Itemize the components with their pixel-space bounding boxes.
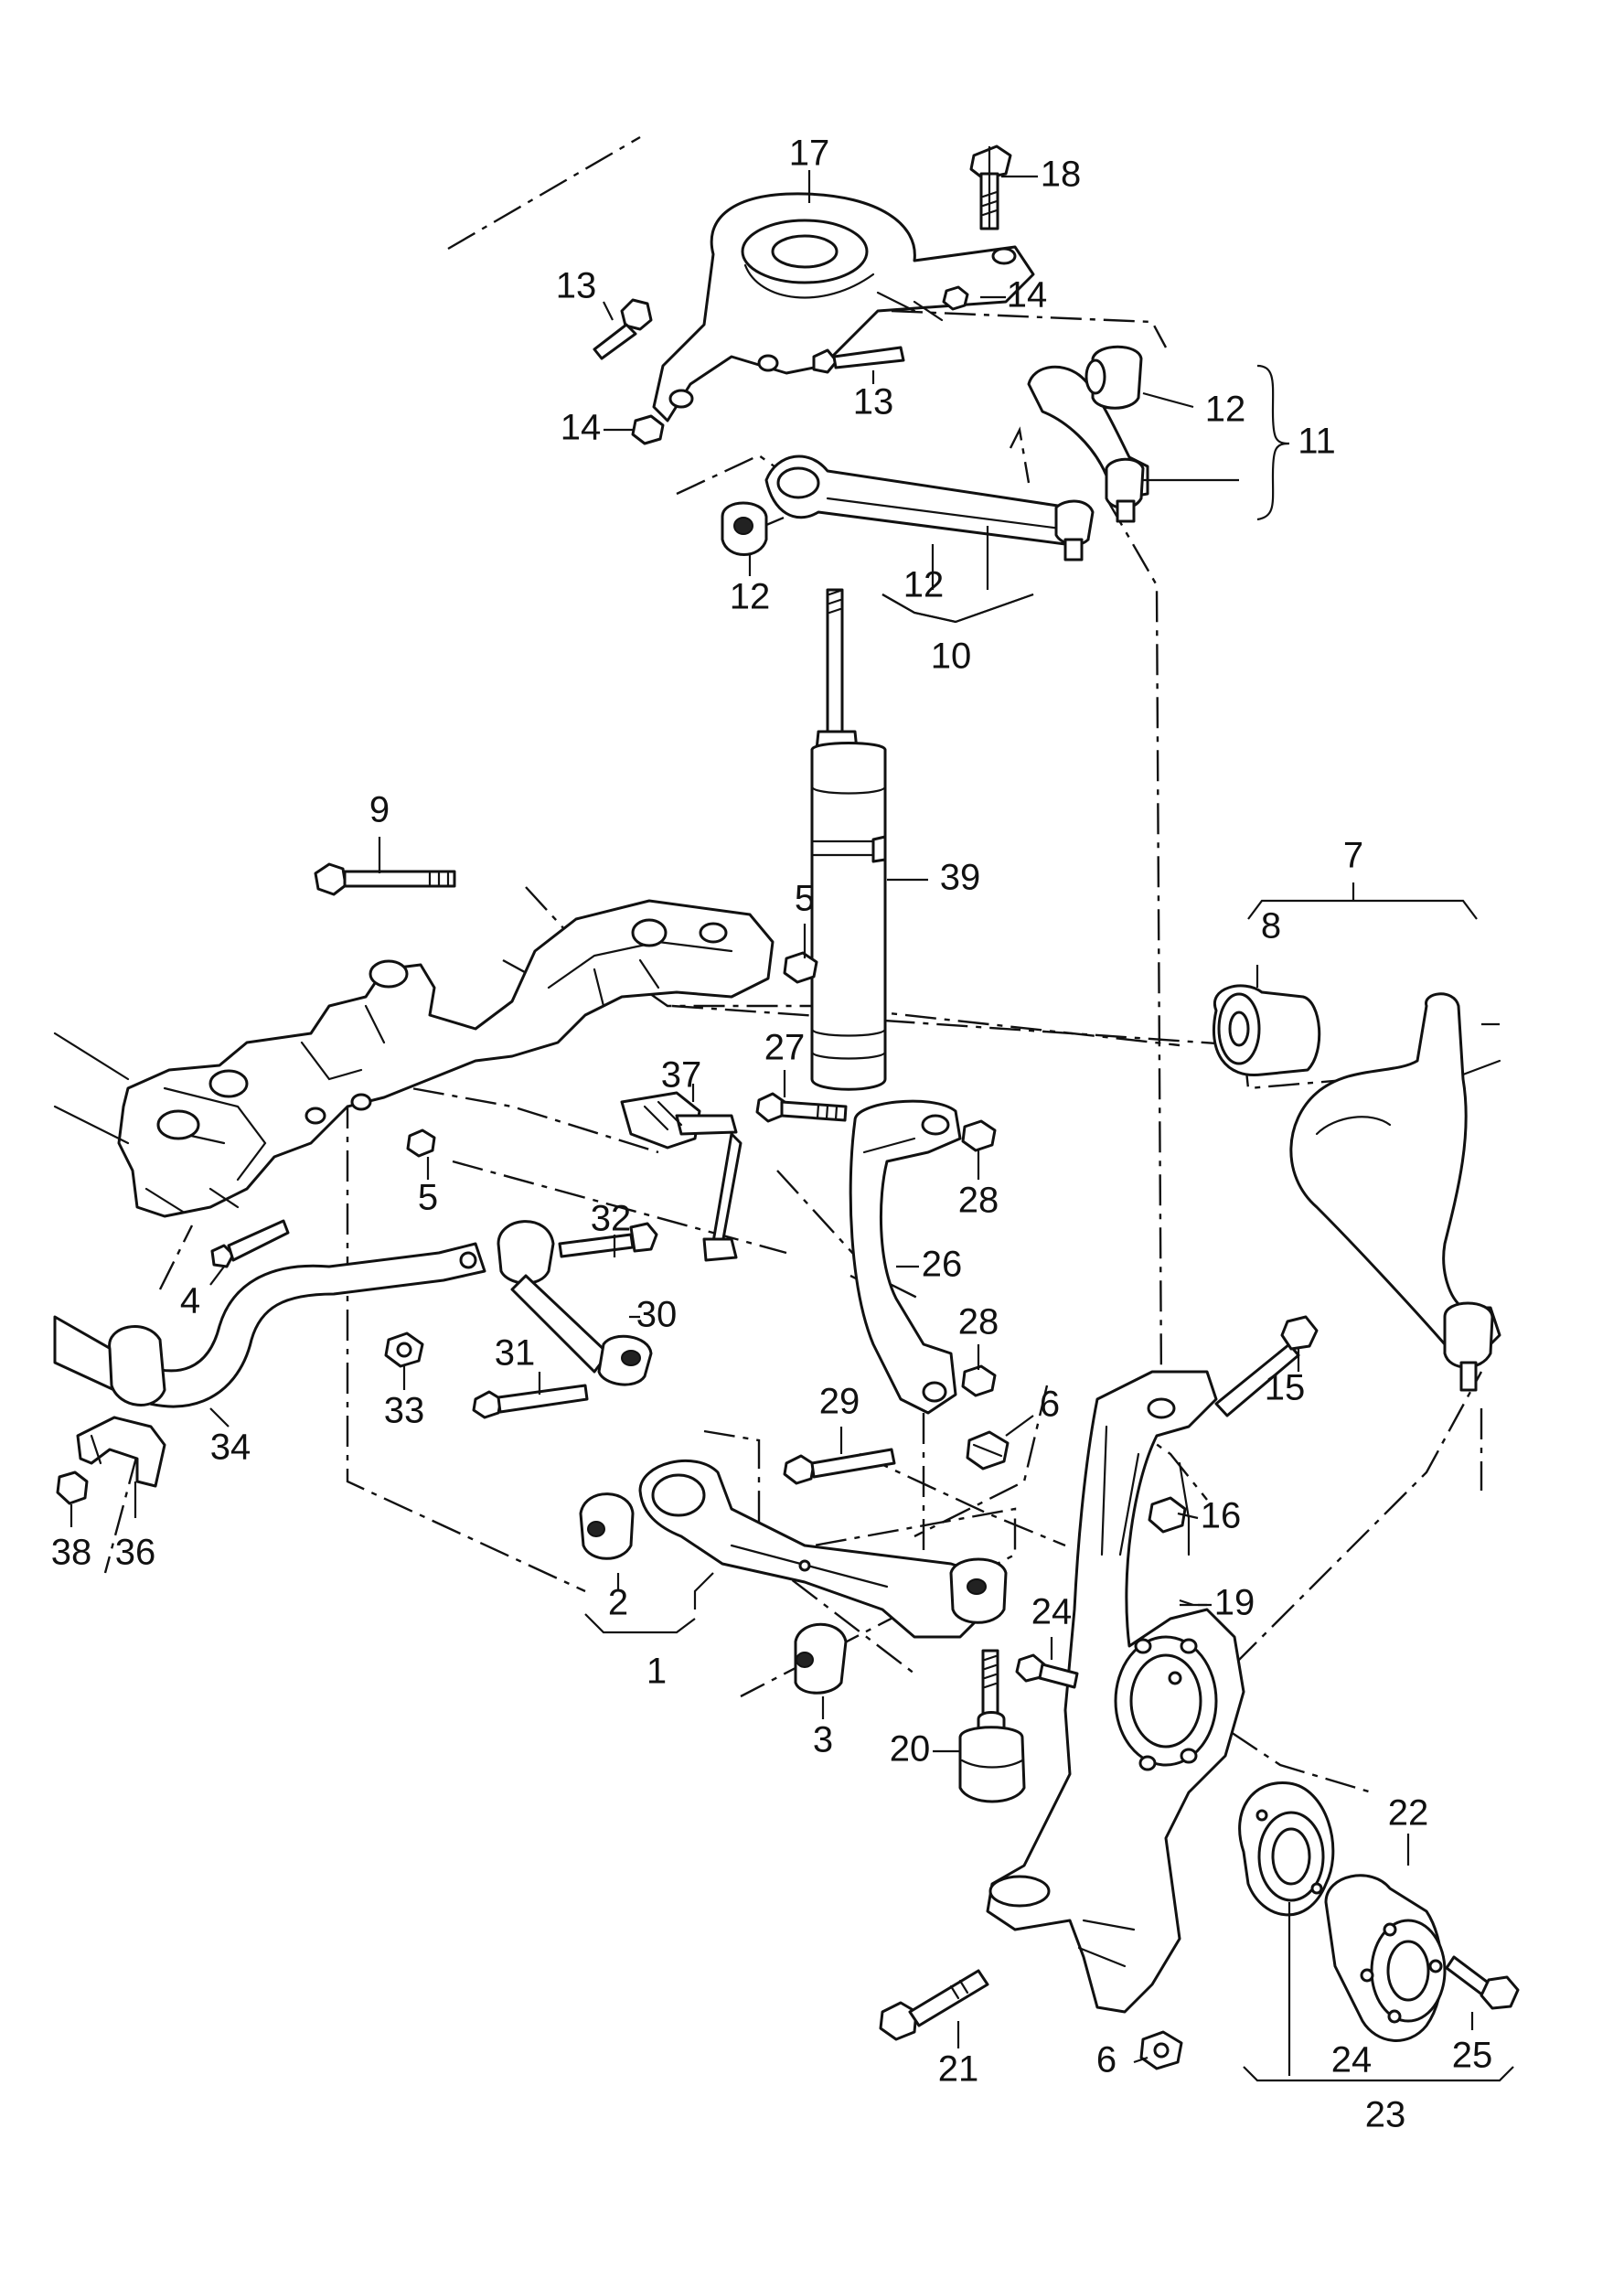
stabilizer-bar: [53, 1242, 486, 1408]
callout-36: 36: [115, 1533, 156, 1573]
upper-arm-front: [1027, 345, 1149, 523]
callout-23: 23: [1365, 2095, 1406, 2135]
callout-12: 12: [903, 565, 945, 605]
bolt-9: [314, 862, 456, 896]
bolt-18: [969, 144, 1012, 230]
callout-6: 6: [1096, 2040, 1116, 2080]
callout-4: 4: [180, 1281, 200, 1321]
nut-14-left: [631, 414, 665, 445]
bolt-25: [1445, 1955, 1520, 2010]
bolt-4: [210, 1219, 290, 1268]
bushing-2: [579, 1492, 635, 1560]
wheel-bearing: [1238, 1781, 1335, 1917]
upper-arm-rear: [764, 455, 1095, 561]
callout-14: 14: [561, 408, 602, 448]
callout-20: 20: [890, 1729, 931, 1770]
callout-24: 24: [1031, 1592, 1073, 1632]
callout-2: 2: [608, 1583, 628, 1623]
tie-rod: [497, 1220, 653, 1386]
callout-5: 5: [795, 879, 815, 919]
callout-16: 16: [1201, 1496, 1242, 1536]
nut-5-upper: [783, 951, 818, 984]
strut-mount: [652, 192, 1035, 422]
ball-joint: [958, 1649, 1026, 1803]
callout-8: 8: [1261, 906, 1281, 946]
callout-15: 15: [1265, 1368, 1306, 1408]
callout-21: 21: [938, 2049, 979, 2090]
lower-arm-right: [1289, 992, 1501, 1392]
callout-10: 10: [931, 636, 972, 677]
bushing-lower-arm-end: [949, 1557, 1008, 1624]
callout-37: 38: [51, 1533, 92, 1573]
callout-3: 3: [813, 1720, 833, 1760]
callout-24: 24: [1331, 2040, 1373, 2080]
bushing-12-a: [721, 501, 768, 556]
guide-link: [849, 1099, 962, 1415]
nut-33: [384, 1332, 424, 1368]
bolt-13-center: [812, 346, 905, 374]
assembly-lines: [103, 135, 1483, 1794]
nut-28-upper: [961, 1119, 997, 1152]
callout-25: 25: [1452, 2036, 1493, 2076]
callout-18: 18: [1041, 155, 1082, 195]
callout-33: 33: [384, 1391, 425, 1431]
callout-7: 7: [1343, 836, 1363, 876]
lower-arm: [638, 1459, 989, 1639]
callout-22: 22: [1388, 1793, 1429, 1834]
callout-34: 34: [210, 1428, 251, 1468]
callout-5: 5: [418, 1178, 438, 1218]
bolt-29: [783, 1448, 896, 1485]
bushing-3: [794, 1622, 848, 1695]
callout-38: 39: [940, 858, 981, 898]
bushing-8: [1212, 984, 1321, 1077]
wheel-bearing-housing: [986, 1370, 1245, 2014]
callout-26: 26: [922, 1245, 963, 1285]
callout-28: 28: [958, 1181, 999, 1221]
nut-16: [1148, 1496, 1187, 1534]
bolt-13-left: [593, 298, 653, 360]
callout-39: 37: [661, 1055, 702, 1096]
bolt-24-upper: [1015, 1653, 1079, 1689]
bracket-36: [76, 1416, 166, 1488]
callout-9: 9: [369, 790, 390, 830]
nut-14-right: [942, 285, 969, 311]
callout-13: 13: [556, 266, 597, 306]
callout-17: 17: [789, 134, 830, 174]
subframe: [53, 899, 775, 1218]
bolt-27: [755, 1092, 848, 1123]
bolt-31: [472, 1384, 589, 1419]
callout-19: 19: [1214, 1583, 1255, 1623]
nut-5-lower: [406, 1128, 436, 1158]
callout-labels: 17 18 13 14 13 14 12 11 12 12 10 39 9 5 …: [51, 134, 1493, 2135]
nut-6-lower: [1139, 2030, 1183, 2070]
callout-12: 12: [1205, 390, 1246, 430]
stabilizer-link: [620, 1091, 743, 1262]
callout-6: 6: [1040, 1385, 1060, 1425]
callout-12: 12: [730, 577, 771, 617]
shock-absorber: [810, 588, 887, 1091]
bolt-21: [879, 1969, 989, 2041]
callout-31: 31: [495, 1333, 536, 1374]
callout-14: 14: [1007, 275, 1048, 315]
leader-lines: [69, 146, 1514, 2082]
callout-11: 11: [1298, 422, 1336, 462]
callout-30: 30: [636, 1295, 678, 1335]
bolt-15: [1214, 1315, 1319, 1417]
nut-28-lower: [961, 1364, 997, 1397]
callout-28: 28: [958, 1302, 999, 1342]
callout-27: 27: [764, 1028, 806, 1068]
callout-32: 32: [591, 1199, 632, 1239]
wheel-hub: [1324, 1874, 1447, 2042]
callout-1: 1: [646, 1652, 667, 1692]
nut-6-upper: [966, 1430, 1010, 1471]
nut-37: [56, 1471, 89, 1505]
callout-29: 29: [819, 1382, 860, 1422]
callout-13: 13: [853, 382, 894, 422]
